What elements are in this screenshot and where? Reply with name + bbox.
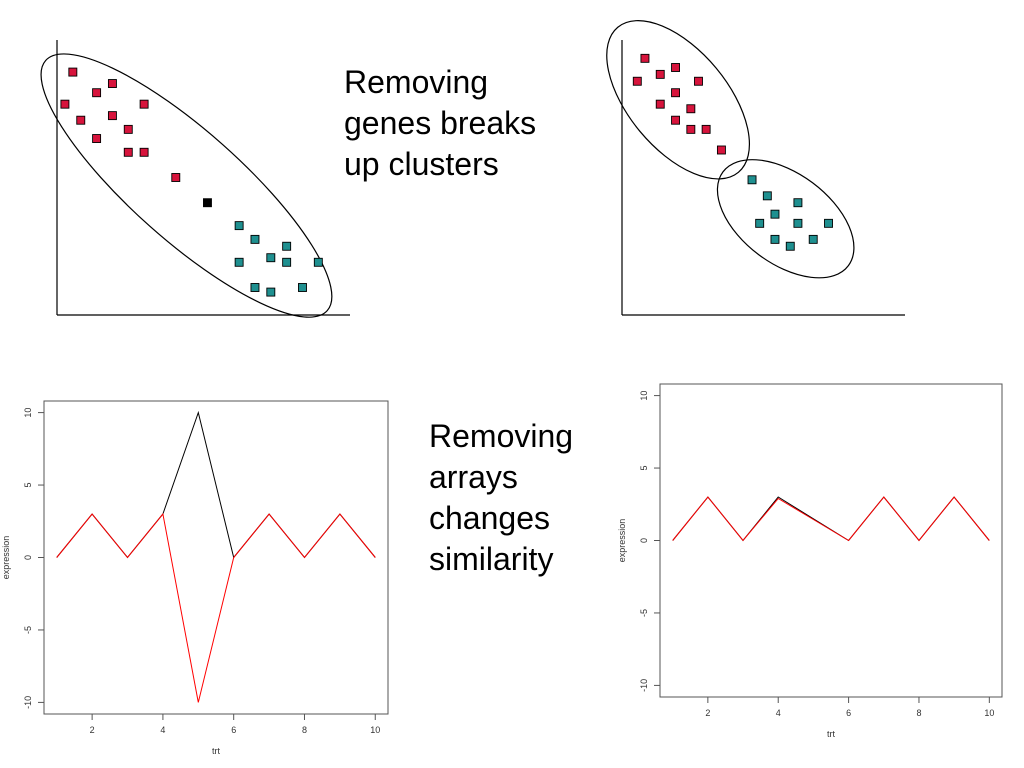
scatter-chart-1 — [40, 40, 350, 318]
heading-line: arrays — [429, 459, 518, 495]
line-chart-4: 2 4 6 8 10 -10 -5 0 5 10 trt expression — [617, 383, 1003, 739]
x-tick-label: 10 — [370, 725, 380, 735]
y-tick-label: 0 — [23, 555, 33, 560]
series-line-black — [56, 410, 376, 559]
x-tick-label: 6 — [846, 708, 851, 718]
x-tick-label: 6 — [231, 725, 236, 735]
gene-point-red — [76, 115, 86, 125]
y-tick-label: -5 — [639, 609, 649, 617]
gene-point-black — [203, 198, 212, 208]
gene-point-red — [671, 88, 680, 98]
gene-point-red — [686, 124, 696, 134]
x-tick-label: 4 — [776, 708, 781, 718]
gene-point-red — [640, 53, 650, 63]
y-tick-label: 0 — [639, 538, 649, 543]
heading-removing-genes: Removing genes breaks up clusters — [344, 62, 536, 185]
gene-point-red — [716, 145, 726, 155]
series-line-red — [56, 512, 376, 703]
heading-line: Removing — [429, 418, 574, 454]
gene-point-teal — [234, 221, 244, 231]
gene-point-teal — [747, 175, 757, 185]
gene-point-red — [92, 134, 102, 143]
cluster-ellipse — [716, 159, 855, 279]
y-tick-label: 5 — [639, 466, 649, 471]
heading-line: changes — [429, 500, 550, 536]
series-line-black — [672, 496, 990, 542]
gene-point-teal — [793, 198, 803, 208]
x-tick-label: 2 — [705, 708, 710, 718]
gene-point-red — [139, 99, 149, 109]
heading-line: up clusters — [344, 146, 499, 182]
gene-point-teal — [250, 234, 260, 244]
gene-point-teal — [282, 257, 292, 267]
x-tick-label: 4 — [160, 725, 165, 735]
y-tick-label: -5 — [23, 626, 33, 634]
gene-point-teal — [266, 287, 276, 297]
gene-point-teal — [755, 218, 765, 228]
gene-point-teal — [808, 234, 818, 244]
heading-line: Removing — [344, 64, 489, 100]
gene-point-red — [632, 76, 642, 86]
x-axis-label: trt — [827, 729, 835, 739]
gene-point-teal — [824, 218, 833, 228]
gene-point-teal — [762, 191, 772, 201]
gene-point-teal — [298, 283, 307, 292]
scatter-chart-2 — [606, 20, 905, 316]
gene-point-red — [123, 124, 133, 134]
x-tick-label: 2 — [90, 725, 95, 735]
y-tick-label: 10 — [23, 408, 33, 418]
y-tick-label: -10 — [639, 679, 649, 692]
x-tick-label: 8 — [302, 725, 307, 735]
gene-point-red — [92, 88, 102, 98]
heading-line: genes breaks — [344, 105, 537, 141]
gene-point-teal — [282, 241, 292, 251]
y-tick-label: 10 — [639, 391, 649, 401]
x-axis-label: trt — [212, 746, 220, 756]
gene-point-red — [701, 124, 711, 134]
heading-removing-arrays: Removing arrays changes similarity — [429, 416, 573, 580]
gene-point-teal — [785, 241, 795, 251]
gene-point-red — [694, 76, 703, 86]
y-axis-label: expression — [1, 536, 11, 580]
y-axis-label: expression — [617, 519, 627, 563]
gene-point-teal — [770, 234, 780, 244]
gene-point-teal — [234, 257, 244, 267]
gene-point-red — [655, 69, 665, 79]
gene-point-red — [107, 111, 117, 121]
gene-point-red — [171, 173, 181, 182]
heading-line: similarity — [429, 541, 554, 577]
gene-point-red — [123, 147, 133, 157]
gene-point-red — [139, 147, 149, 157]
gene-point-red — [60, 99, 70, 109]
plot-frame — [659, 383, 1003, 698]
gene-point-teal — [250, 283, 260, 292]
line-chart-3: 2 4 6 8 10 -10 -5 0 5 10 trt expression — [1, 400, 389, 756]
gene-point-red — [671, 63, 680, 72]
gene-point-red — [107, 79, 117, 88]
y-tick-label: 5 — [23, 483, 33, 488]
plot-frame — [43, 400, 389, 715]
gene-point-red — [671, 115, 680, 125]
cluster-ellipse — [606, 20, 751, 180]
series-line-red — [672, 496, 990, 542]
gene-point-red — [655, 99, 665, 109]
y-tick-label: -10 — [23, 696, 33, 709]
gene-point-red — [686, 104, 696, 114]
x-tick-label: 10 — [984, 708, 994, 718]
gene-point-teal — [313, 257, 323, 267]
gene-point-teal — [770, 209, 780, 219]
gene-point-teal — [793, 218, 803, 228]
cluster-ellipse — [40, 53, 333, 318]
x-tick-label: 8 — [916, 708, 921, 718]
gene-point-teal — [266, 253, 276, 263]
gene-point-red — [68, 67, 78, 77]
